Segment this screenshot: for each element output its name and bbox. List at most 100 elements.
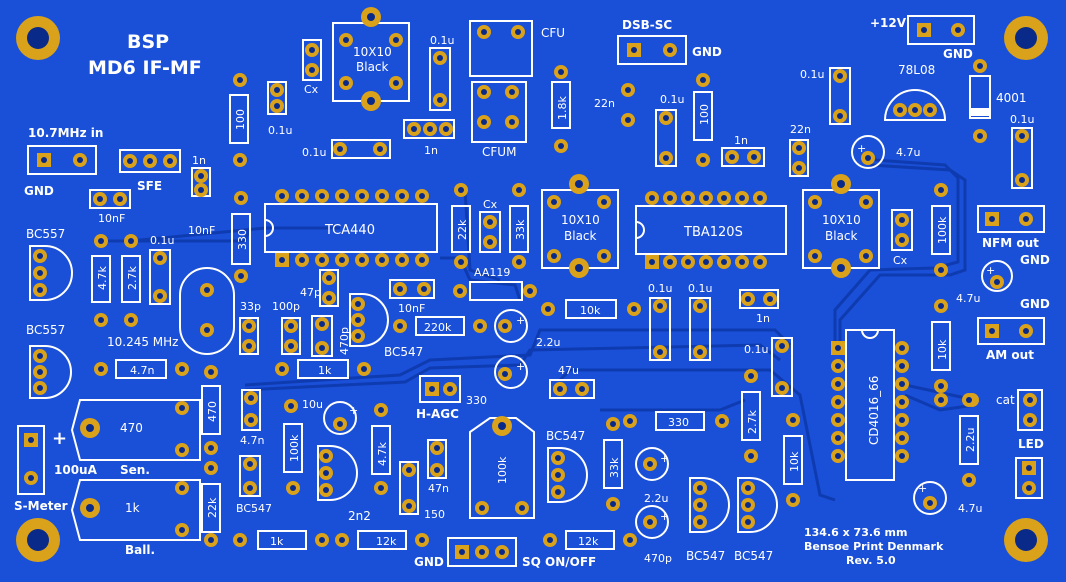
res-220k-label: 220k xyxy=(424,321,452,334)
dsb-sc-connector[interactable] xyxy=(617,35,687,65)
transistor-bc557-a-label: BC557 xyxy=(26,227,65,241)
transformer-2-line1: 10X10 xyxy=(561,213,600,227)
board-size: 134.6 x 73.6 mm xyxy=(804,526,907,539)
res-18k-label: 1.8k xyxy=(556,96,569,120)
ic-cd4016-label: CD4016_66 xyxy=(867,376,881,445)
board-maker: Bensoe Print Denmark xyxy=(804,540,944,553)
regulator-label: 78L08 xyxy=(898,63,935,77)
res-10k-a-label: 10k xyxy=(580,304,601,317)
board-title-line2: MD6 IF-MF xyxy=(88,57,202,79)
cap-22u-a-label: 2.2u xyxy=(536,336,560,349)
cap-470p-a-label: 470p xyxy=(338,327,351,355)
cap-10nf-c-label: 10nF xyxy=(398,302,425,315)
crystal-label: 10.245 MHz xyxy=(107,335,178,349)
res-33k-b-label: 33k xyxy=(608,457,621,478)
power-gnd-label: GND xyxy=(943,47,973,61)
cap-10nf-b-label: 10nF xyxy=(188,224,215,237)
if-input-connector[interactable] xyxy=(27,145,97,175)
ic-tba120s-label: TBA120S xyxy=(683,225,743,240)
plus12v-label: +12V xyxy=(870,16,907,30)
cap-22u-b-label: 2.2u xyxy=(644,492,668,505)
board-title-line1: BSP xyxy=(127,31,169,53)
res-10k-b-label: 10k xyxy=(936,339,949,360)
diode-aa119 xyxy=(469,281,523,301)
if-gnd-label: GND xyxy=(24,184,54,198)
transistor-bc547-a-label: BC547 xyxy=(384,345,423,359)
res-470-a-label: 470 xyxy=(206,401,219,422)
cfu-filter xyxy=(469,20,533,77)
mounting-hole-tl xyxy=(16,16,60,60)
res-100-b-label: 100 xyxy=(698,104,711,125)
cap-01u-g-label: 0.1u xyxy=(150,234,174,247)
cfum-filter xyxy=(471,81,527,143)
cap-47u-b-label: 4.7u xyxy=(956,292,980,305)
pot-sen[interactable] xyxy=(70,399,201,461)
cap-01u-j-label: 0.1u xyxy=(744,343,768,356)
cap-2n2-label: 47n xyxy=(428,482,449,495)
cap-47u-c-label: 330 xyxy=(466,394,487,407)
res-150-label: 22k xyxy=(206,497,219,518)
if-input-label: 10.7MHz in xyxy=(28,126,103,140)
s-meter-connector[interactable] xyxy=(17,425,45,495)
am-out-label: AM out xyxy=(986,348,1034,362)
res-100k-b-label: 100k xyxy=(288,434,301,462)
cap-01u-c-label: 0.1u xyxy=(430,34,454,47)
diode-4001 xyxy=(969,75,991,119)
am-gnd-label: GND xyxy=(1020,297,1050,311)
am-out-connector[interactable] xyxy=(977,317,1045,345)
res-33k-a-label: 33k xyxy=(514,219,527,240)
sfe-filter xyxy=(119,149,181,173)
h-agc-jumper[interactable] xyxy=(419,375,461,403)
cap-1n-d-label: 1n xyxy=(756,312,770,325)
cfu-label: CFU xyxy=(541,26,565,40)
cap-10u-label: 10u xyxy=(302,398,323,411)
svg-text:+: + xyxy=(516,360,525,373)
board-revision: Rev. 5.0 xyxy=(846,554,896,567)
ic-tca440-label: TCA440 xyxy=(324,223,375,238)
nfm-out-connector[interactable] xyxy=(977,205,1045,233)
transistor-bc547-b-label: BC547 xyxy=(546,429,585,443)
svg-text:+: + xyxy=(349,404,358,417)
sq-connector[interactable] xyxy=(447,537,517,567)
cap-33p-label: 33p xyxy=(240,300,261,313)
res-100-a-label: 100 xyxy=(234,109,247,130)
cap-100p-label: 100p xyxy=(272,300,300,313)
cfum-label: CFUM xyxy=(482,145,516,159)
pot-ball[interactable] xyxy=(70,479,201,541)
pot-100k[interactable] xyxy=(469,417,535,519)
pot-sen-caption: Sen. xyxy=(120,463,150,477)
h-agc-label: H-AGC xyxy=(416,407,459,421)
crystal-10245 xyxy=(179,267,235,355)
diode-aa119-label: AA119 xyxy=(474,266,510,279)
sfe-label: SFE xyxy=(137,179,162,193)
transformer-3-line2: Black xyxy=(825,229,858,243)
res-22k-a-label: 22k xyxy=(456,219,469,240)
cap-01u-f-label: 0.1u xyxy=(1010,113,1034,126)
mounting-hole-br xyxy=(1004,518,1048,562)
led-connector[interactable] xyxy=(1015,457,1043,499)
power-connector[interactable] xyxy=(907,15,975,45)
ic-cd4016 xyxy=(845,329,895,481)
cap-47n-c-label: 150 xyxy=(424,508,445,521)
transistor-bc547-c-label: 2n2 xyxy=(348,509,371,523)
cap-1n-c-label: 1n xyxy=(192,154,206,167)
transistor-bc547-e-label: BC547 xyxy=(734,549,773,563)
transistor-bc547-d-label: BC547 xyxy=(686,549,725,563)
cap-47n-b-label: 4.7n xyxy=(240,434,264,447)
res-27k-b-label: 2.7k xyxy=(746,410,759,434)
nfm-gnd-label: GND xyxy=(1020,253,1050,267)
sq-label: SQ ON/OFF xyxy=(522,555,596,569)
cap-22n-b-label: 22n xyxy=(790,123,811,136)
svg-text:+: + xyxy=(660,510,669,523)
cap-1n-b-label: 1n xyxy=(734,134,748,147)
mounting-hole-bl xyxy=(16,518,60,562)
regulator-78l08 xyxy=(883,89,947,121)
dsb-gnd-label: GND xyxy=(692,45,722,59)
pot-ball-caption: Ball. xyxy=(125,543,155,557)
cap-01u-e-label: 0.1u xyxy=(800,68,824,81)
res-100k-a-label: 100k xyxy=(936,216,949,244)
transformer-1-line1: 10X10 xyxy=(353,45,392,59)
pot-ball-value: 1k xyxy=(125,501,140,515)
transformer-2-line2: Black xyxy=(564,229,597,243)
